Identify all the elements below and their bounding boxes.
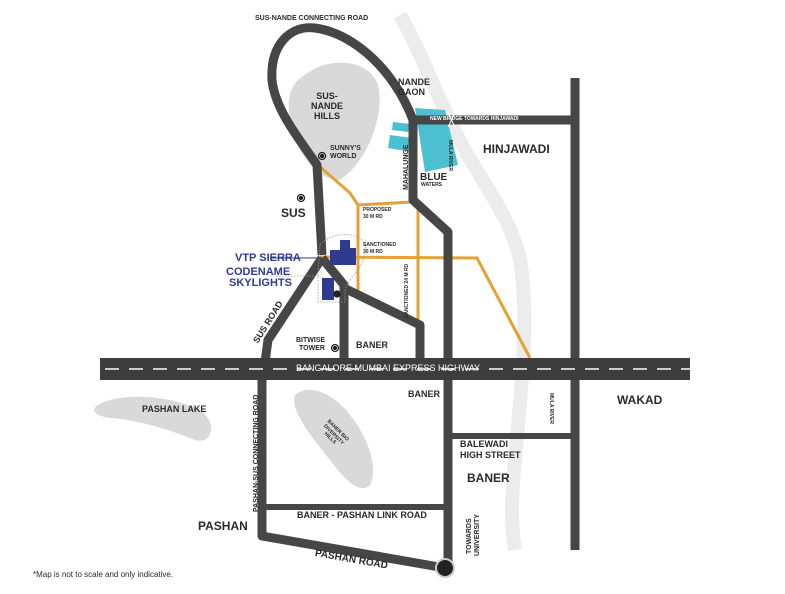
label-baner-top: BANER (356, 340, 389, 350)
label-mula-river-bottom: MULA RIVER (548, 393, 554, 424)
label-link-road: BANER - PASHAN LINK ROAD (297, 510, 427, 520)
university-marker (435, 558, 455, 578)
label-sus-nande-road: SUS-NANDE CONNECTING ROAD (255, 15, 369, 22)
label-sus-nande-hills: SUS-NANDE HILLS (310, 91, 343, 121)
vtp-sierra-project (322, 240, 356, 300)
label-sus: SUS (281, 206, 306, 220)
label-bitwise: BITWISE (296, 337, 326, 344)
label-balewadi: BALEWADI (460, 439, 508, 449)
proposed-sanctioned-roads (317, 163, 532, 359)
location-markers (296, 151, 341, 353)
project-boundary (317, 234, 366, 303)
label-pashan-lake: PASHAN LAKE (142, 404, 207, 414)
label-proposed-rd: 30 M RD (363, 214, 383, 220)
label-baner-bottom: BANER (467, 471, 510, 485)
label-proposed: PROPOSED (363, 207, 392, 213)
disclaimer: *Map is not to scale and only indicative… (33, 570, 174, 579)
mula-river (393, 11, 532, 552)
label-hinjawadi: HINJAWADI (483, 142, 550, 156)
label-pashan: PASHAN (198, 519, 248, 533)
label-codename: CODENAME (226, 266, 291, 278)
baner-hills (294, 389, 374, 489)
label-wakad: WAKAD (617, 393, 663, 407)
label-new-bridge: NEW BRIDGE TOWARDS HINJAWADI (430, 116, 519, 122)
label-sanctioned-24: SANCTIONED 24 M RD (404, 263, 410, 318)
label-sanctioned-30: SANCTIONED (363, 242, 397, 248)
label-highway: BANGALORE MUMBAI EXPRESS HIGHWAY (296, 363, 481, 373)
label-university: UNIVERSITY (474, 513, 481, 556)
label-nande-gaon: NANDE GAON (398, 77, 431, 97)
label-baner-mid: BANER (408, 389, 441, 399)
label-mula-river-top: MULA RIVER (447, 140, 453, 171)
pashan-lake (94, 396, 212, 441)
roads (257, 23, 580, 573)
label-vtp-sierra: VTP SIERRA (235, 252, 301, 264)
bridge-icon (447, 112, 456, 128)
label-sanctioned-30-rd: 30 M RD (363, 249, 383, 255)
label-mahalunge: MAHALUNGE (403, 144, 410, 191)
label-sunnys-world: SUNNY'S WORLD (330, 145, 361, 160)
label-waters: WATERS (421, 182, 443, 188)
label-skylights: SKYLIGHTS (229, 277, 292, 289)
label-pashan-sus-road: PASHAN-SUS CONNECTING ROAD (253, 394, 260, 512)
label-blue: BLUE (420, 172, 448, 183)
label-tower: TOWER (299, 345, 325, 352)
label-high-street: HIGH STREET (460, 450, 521, 460)
label-towards: TOWARDS (466, 518, 473, 554)
